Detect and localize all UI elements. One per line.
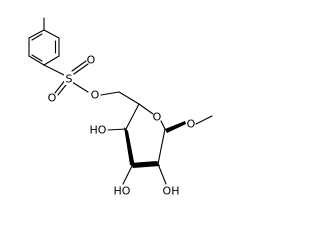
wedge-c1-methoxy <box>165 121 186 133</box>
atom-hydroxyl-c4: HO <box>90 124 107 137</box>
atom-methoxy-oxygen: O <box>187 118 196 131</box>
bond-c3-hydroxyl <box>122 165 133 185</box>
bond-methoxy-methyl <box>195 115 213 125</box>
pyranose-ring <box>125 103 166 165</box>
bond-c2-hydroxyl <box>157 163 167 185</box>
atom-ester-oxygen: O <box>91 89 100 102</box>
wedge-c3-c2 <box>130 161 160 168</box>
bond-ch2-c5 <box>118 91 140 105</box>
atom-sulfonyl-oxygen-right: O <box>87 54 96 67</box>
atom-hydroxyl-c3: HO <box>114 185 131 198</box>
atom-sulfonyl-oxygen-left: O <box>48 92 57 105</box>
bond-c4-hydroxyl <box>107 128 127 131</box>
structure-canvas: S O O O O O HO HO OH <box>28 17 213 198</box>
bond-aryl-sulfur <box>43 64 67 77</box>
bond-sulfur-ester-o <box>71 81 89 93</box>
structure-diagram: S O O O O O HO HO OH <box>28 17 213 198</box>
atom-hydroxyl-c2: OH <box>163 185 180 198</box>
bond-ester-o-ch2 <box>100 91 120 96</box>
tolyl-ring <box>28 29 60 66</box>
atom-ring-oxygen: O <box>153 111 162 124</box>
wedge-c4-c3 <box>124 127 135 167</box>
atom-sulfur: S <box>66 73 73 86</box>
